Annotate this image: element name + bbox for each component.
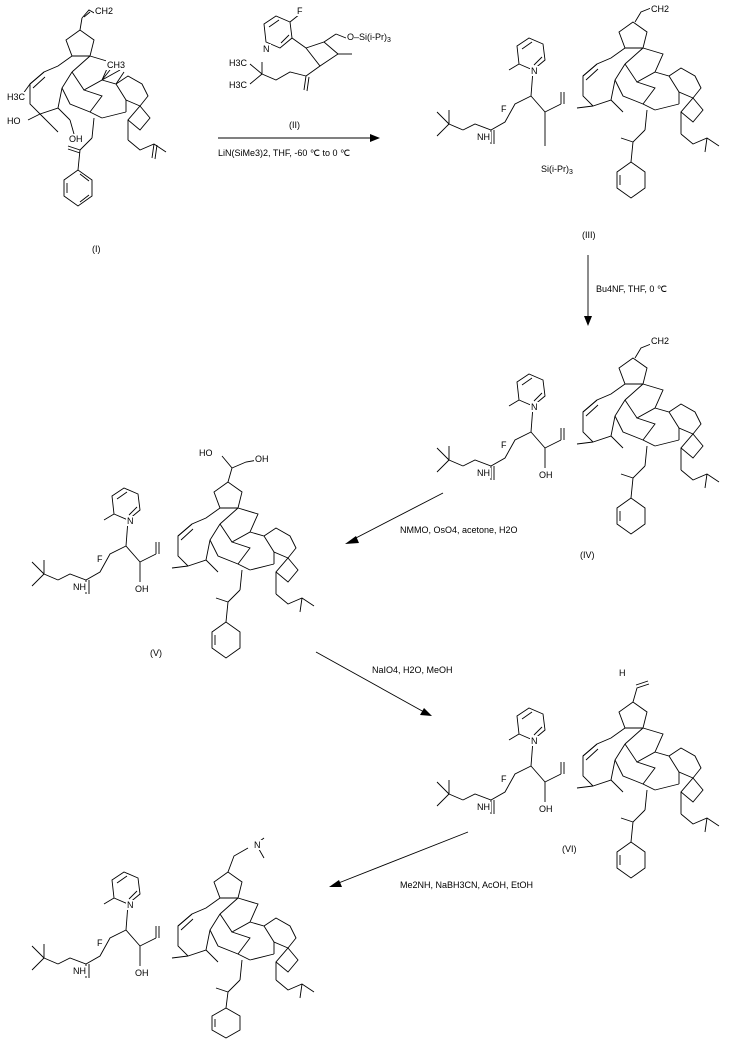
compound-IV-label: (IV) [580, 550, 595, 560]
atom-OH-I: OH [68, 134, 84, 144]
atom-NH-final: NH [72, 966, 87, 976]
atom-CH2-IV: CH2 [650, 336, 671, 346]
atom-N-II: N [262, 44, 271, 54]
atom-N-III: N [530, 66, 539, 76]
atom-N-V: N [126, 516, 135, 526]
atom-NH-VI: NH [476, 802, 491, 812]
atom-F-VI: F [500, 774, 508, 784]
arrow-step-1 [218, 134, 380, 142]
atom-H3C-II: H3C [228, 58, 249, 68]
atom-OH2-V: OH [254, 454, 270, 464]
atom-CH2-I: CH2 [94, 6, 115, 16]
atom-F-V: F [96, 554, 104, 564]
atom-HO-I: HO [6, 116, 22, 126]
atom-H-VI: H [618, 668, 627, 678]
atom-F-II: F [296, 6, 304, 16]
compound-III-structure [436, 7, 720, 199]
atom-F-IV: F [500, 440, 508, 450]
atom-OH-final: OH [134, 968, 150, 978]
atom-H3C-I: H3C [6, 92, 27, 102]
compound-V-label: (V) [150, 648, 162, 658]
atom-F-final: F [96, 938, 104, 948]
atom-OH-IV: OH [538, 470, 554, 480]
step-3-reagent: NMMO, OsO4, acetone, H2O [400, 525, 518, 535]
compound-I-structure [19, 9, 167, 207]
compound-V-structure [31, 455, 315, 659]
step-1-reagent-top: (II) [289, 120, 300, 130]
atom-N-final: N [126, 900, 135, 910]
arrow-step-5 [329, 831, 469, 887]
atom-N-VI: N [530, 736, 539, 746]
atom-OH-VI: OH [538, 804, 554, 814]
step-2-reagent: Bu4NF, THF, 0 ℃ [596, 284, 667, 294]
compound-VI-label: (VI) [562, 844, 577, 854]
atom-Si-III: Si(i-Pr)3 [540, 164, 574, 178]
step-5-reagent: Me2NH, NaBH3CN, AcOH, EtOH [400, 880, 534, 890]
atom-HO-V: HO [198, 448, 214, 458]
atom-N-IV: N [530, 402, 539, 412]
arrow-step-3 [345, 492, 444, 544]
atom-NH-V: NH [72, 582, 87, 592]
atom-Si-II: O–Si(i-Pr)3 [346, 32, 392, 46]
atom-NH-IV: NH [476, 468, 491, 478]
compound-III-label: (III) [582, 230, 596, 240]
arrow-step-4 [315, 651, 432, 716]
atom-NMe2-final: N [253, 840, 262, 850]
compound-IV-structure [436, 343, 720, 535]
atom-F-III: F [500, 104, 508, 114]
atom-OH-V: OH [134, 584, 150, 594]
atom-NH-III: NH [476, 132, 491, 142]
arrow-step-2 [584, 255, 592, 326]
atom-CH2-III: CH2 [650, 4, 671, 14]
atom-CH3-II: H3C [228, 80, 249, 90]
compound-I-label: (I) [92, 244, 101, 254]
step-4-reagent: NaIO4, H2O, MeOH [372, 665, 453, 675]
compound-VI-structure [436, 680, 720, 879]
step-1-reagent-bottom: LiN(SiMe3)2, THF, -60 ℃ to 0 ℃ [218, 148, 351, 158]
compound-final-structure [31, 837, 315, 1039]
compound-II-structure [249, 13, 352, 92]
atom-CH3-I: CH3 [106, 60, 127, 70]
